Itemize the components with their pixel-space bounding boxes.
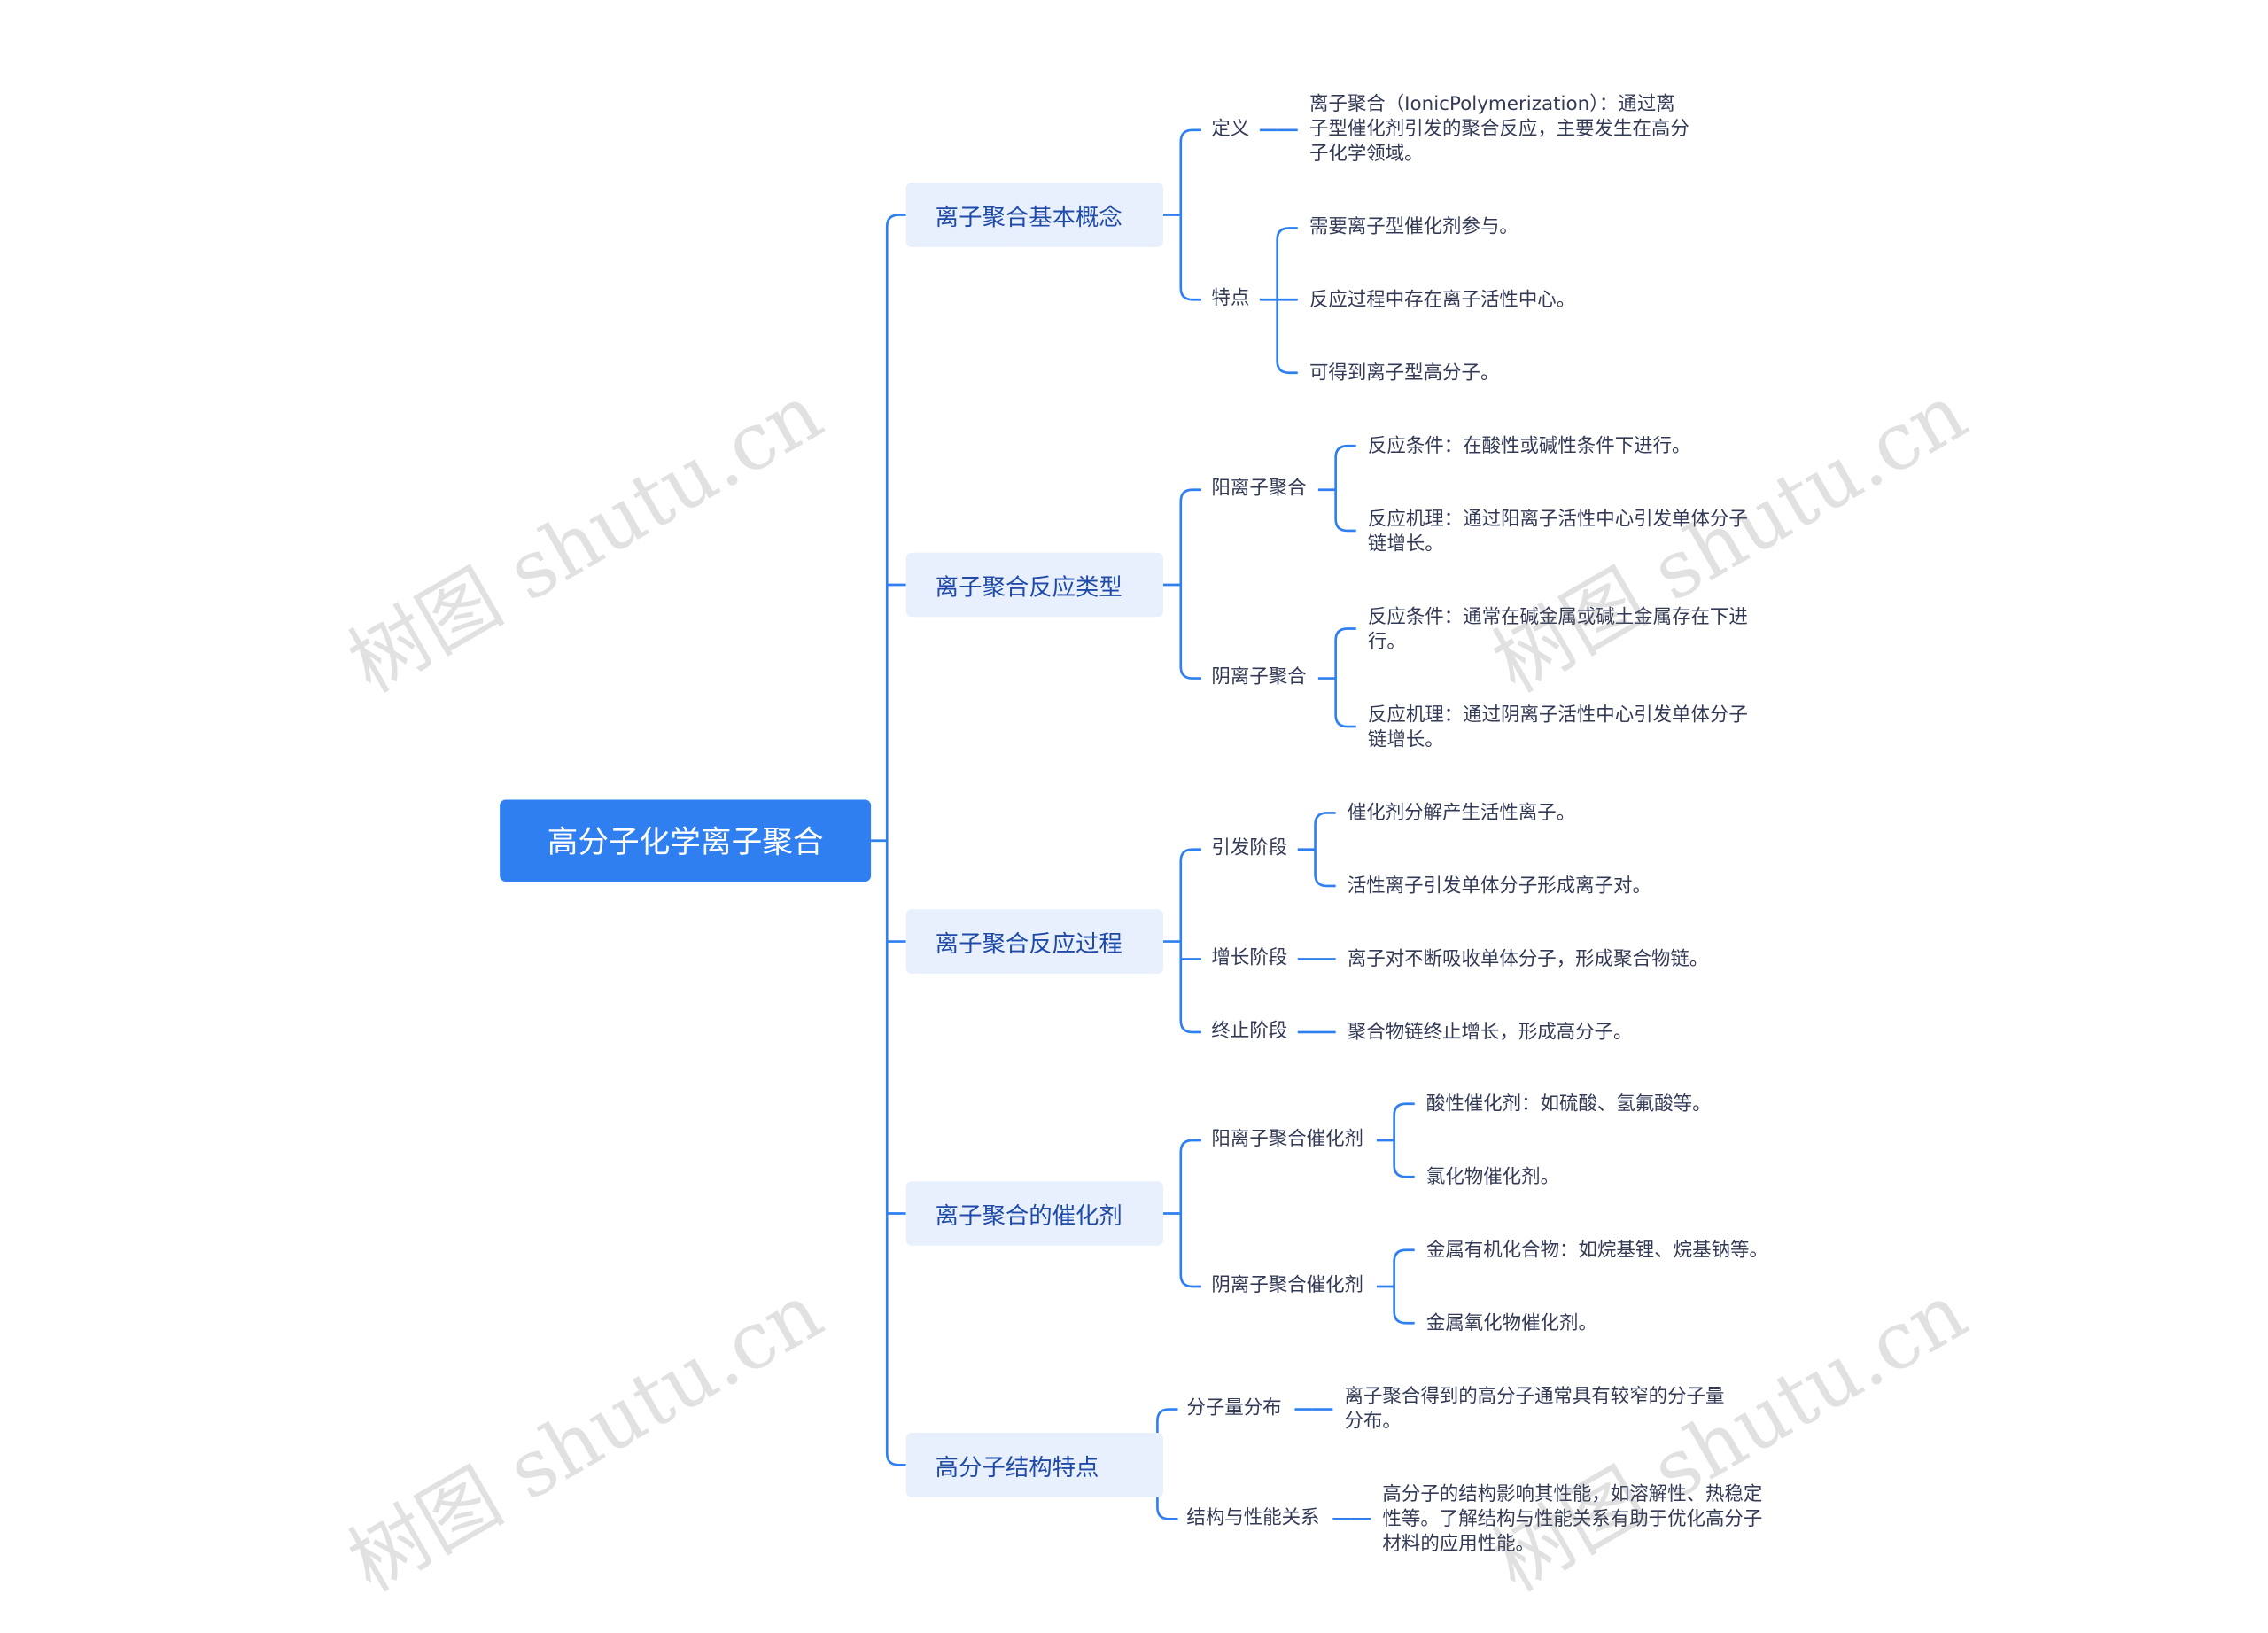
topic-label: 离子聚合反应类型 [935,572,1122,602]
leaf-anionic-catalyst-1[interactable]: 金属有机化合物：如烷基锂、烷基钠等。 [1426,1239,1768,1264]
subtopic-cationic-catalyst[interactable]: 阳离子聚合催化剂 [1211,1128,1364,1151]
connector-line [1334,444,1356,533]
leaf-line: 反应机理：通过阳离子活性中心引发单体分子 [1367,509,1748,531]
leaf-line: 离子对不断吸收单体分子，形成聚合物链。 [1347,948,1709,971]
topic-label: 离子聚合反应过程 [935,929,1122,958]
subtopic-mw-distribution[interactable]: 分子量分布 [1186,1397,1282,1420]
leaf-line: 活性离子引发单体分子形成离子对。 [1347,875,1651,898]
leaf-line: 分布。 [1344,1411,1402,1433]
leaf-anionic-mechanism[interactable]: 反应机理：通过阴离子活性中心引发单体分子 链增长。 [1368,704,1748,753]
leaf-anionic-catalyst-2[interactable]: 金属氧化物催化剂。 [1426,1311,1597,1336]
leaf-line: 聚合物链终止增长，形成高分子。 [1347,1022,1633,1045]
topic-label: 离子聚合的催化剂 [935,1201,1122,1230]
leaf-definition[interactable]: 离子聚合（IonicPolymerization）：通过离 子型催化剂引发的聚合… [1309,92,1689,167]
leaf-line: 子型催化剂引发的聚合反应，主要发生在高分 [1309,118,1689,141]
leaf-cationic-condition[interactable]: 反应条件：在酸性或碱性条件下进行。 [1368,434,1691,459]
leaf-feature-2[interactable]: 反应过程中存在离子活性中心。 [1309,288,1575,313]
topic-reaction-process[interactable]: 离子聚合反应过程 [905,909,1164,974]
topic-catalysts[interactable]: 离子聚合的催化剂 [905,1181,1164,1246]
leaf-anionic-condition[interactable]: 反应条件：通常在碱金属或碱土金属存在下进 行。 [1368,605,1748,655]
topic-label: 离子聚合基本概念 [935,203,1122,231]
subtopic-anionic[interactable]: 阴离子聚合 [1211,666,1307,689]
leaf-line: 反应机理：通过阴离子活性中心引发单体分子 [1367,704,1748,727]
leaf-line: 反应条件：在酸性或碱性条件下进行。 [1367,435,1691,458]
subtopic-features[interactable]: 特点 [1211,288,1250,310]
leaf-feature-1[interactable]: 需要离子型催化剂参与。 [1309,215,1518,240]
subtopic-definition[interactable]: 定义 [1211,118,1250,141]
leaf-line: 行。 [1367,631,1406,654]
leaf-line: 材料的应用性能。 [1382,1533,1535,1556]
connector-line [1179,488,1201,680]
leaf-cationic-mechanism[interactable]: 反应机理：通过阳离子活性中心引发单体分子 链增长。 [1368,508,1748,557]
topic-reaction-types[interactable]: 离子聚合反应类型 [905,552,1164,618]
leaf-propagation[interactable]: 离子对不断吸收单体分子，形成聚合物链。 [1348,947,1708,972]
root-label: 高分子化学离子聚合 [547,824,824,860]
leaf-line: 金属有机化合物：如烷基锂、烷基钠等。 [1425,1240,1768,1262]
leaf-line: 金属氧化物催化剂。 [1425,1312,1597,1335]
subtopic-initiation[interactable]: 引发阶段 [1211,837,1288,860]
subtopic-termination[interactable]: 终止阶段 [1211,1020,1288,1043]
subtopic-cationic[interactable]: 阳离子聚合 [1211,478,1307,501]
leaf-structure-property[interactable]: 高分子的结构影响其性能，如溶解性、热稳定 性等。了解结构与性能关系有助于优化高分… [1382,1482,1762,1557]
connector-line [885,214,906,1466]
leaf-line: 子化学领域。 [1309,143,1424,166]
leaf-line: 催化剂分解产生活性离子。 [1347,802,1576,825]
subtopic-structure-property[interactable]: 结构与性能关系 [1186,1507,1320,1529]
leaf-line: 反应条件：通常在碱金属或碱土金属存在下进 [1367,606,1748,629]
leaf-line: 高分子的结构影响其性能，如溶解性、热稳定 [1382,1483,1763,1506]
leaf-cationic-catalyst-1[interactable]: 酸性催化剂：如硫酸、氢氟酸等。 [1426,1093,1712,1117]
leaf-line: 链增长。 [1367,533,1444,556]
subtopic-propagation[interactable]: 增长阶段 [1211,947,1288,969]
leaf-line: 离子聚合（IonicPolymerization）：通过离 [1309,93,1675,116]
leaf-line: 需要离子型催化剂参与。 [1309,216,1518,238]
leaf-line: 反应过程中存在离子活性中心。 [1309,289,1576,312]
connector-line [1179,1139,1201,1288]
root-node[interactable]: 高分子化学离子聚合 [500,799,872,882]
leaf-line: 氯化物催化剂。 [1425,1166,1560,1189]
topic-structure-features[interactable]: 高分子结构特点 [905,1433,1164,1497]
leaf-line: 离子聚合得到的高分子通常具有较窄的分子量 [1344,1386,1725,1408]
leaf-line: 酸性催化剂：如硫酸、氢氟酸等。 [1425,1093,1712,1116]
leaf-line: 链增长。 [1367,729,1444,752]
leaf-initiation-1[interactable]: 催化剂分解产生活性离子。 [1348,801,1575,826]
leaf-termination[interactable]: 聚合物链终止增长，形成高分子。 [1348,1021,1633,1046]
subtopic-anionic-catalyst[interactable]: 阴离子聚合催化剂 [1211,1274,1364,1297]
leaf-initiation-2[interactable]: 活性离子引发单体分子形成离子对。 [1348,875,1651,899]
connector-line [1393,1248,1415,1325]
connector-line [1314,812,1336,888]
leaf-feature-3[interactable]: 可得到离子型高分子。 [1309,362,1499,386]
topic-label: 高分子结构特点 [935,1453,1099,1481]
leaf-cationic-catalyst-2[interactable]: 氯化物催化剂。 [1426,1165,1559,1190]
connector-line [1393,1102,1415,1178]
connector-line [1179,848,1201,1034]
leaf-line: 性等。了解结构与性能关系有助于优化高分子 [1382,1508,1763,1531]
leaf-line: 可得到离子型高分子。 [1309,362,1500,385]
connector-line [1334,627,1356,728]
leaf-mw-distribution[interactable]: 离子聚合得到的高分子通常具有较窄的分子量 分布。 [1345,1385,1725,1435]
connector-line [1179,128,1201,301]
topic-basic-concepts[interactable]: 离子聚合基本概念 [905,183,1164,247]
